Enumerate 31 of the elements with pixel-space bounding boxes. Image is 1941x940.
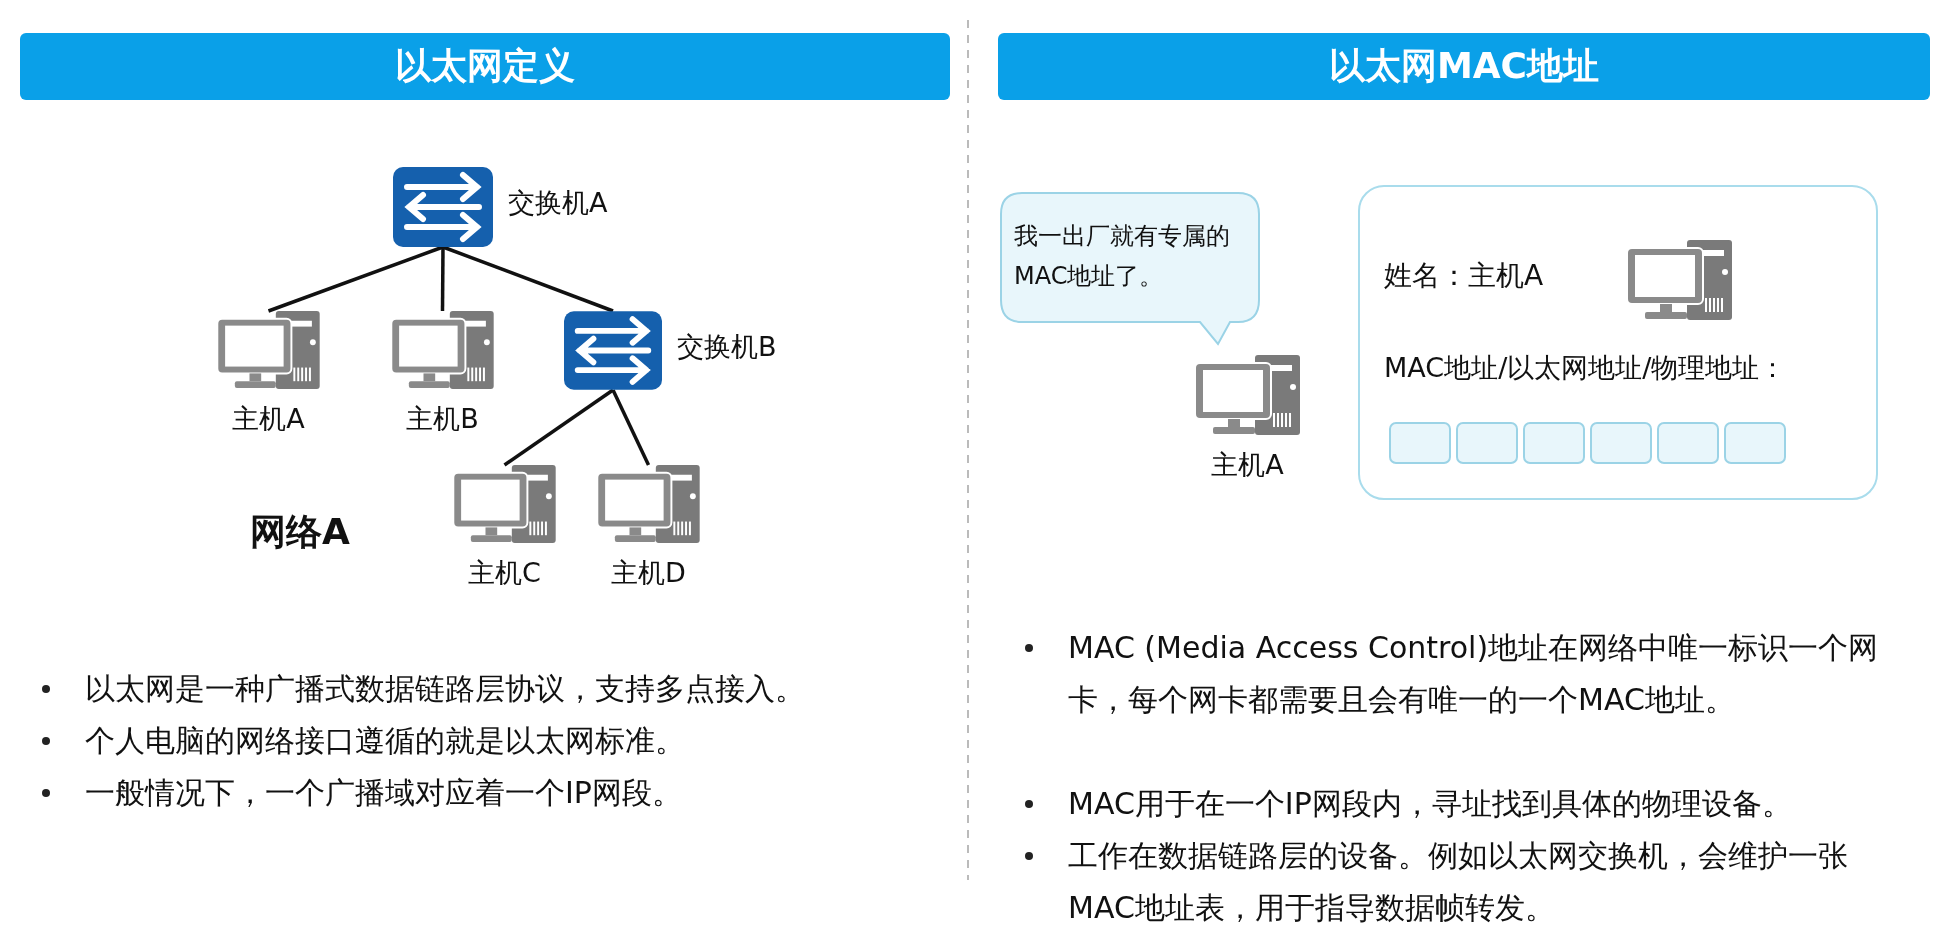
connection-line bbox=[442, 245, 614, 313]
address-byte-field bbox=[1657, 422, 1719, 464]
network-label: 网络A bbox=[250, 510, 350, 554]
bullet-text: 个人电脑的网络接口遵循的就是以太网标准。 bbox=[85, 722, 686, 760]
device-label: 主机C bbox=[468, 556, 541, 590]
bullet-text: MAC (Media Access Control)地址在网络中唯一标识一个网卡，每个网卡都需要且会有唯一的一个MAC地址。 bbox=[1068, 629, 1880, 719]
bubble-text: 我一出厂就有专属的MAC地址了。 bbox=[1014, 221, 1231, 292]
bullet-text: 工作在数据链路层的设备。例如以太网交换机，会维护一张MAC地址表，用于指导数据帧转发。 bbox=[1068, 837, 1849, 927]
device-label: 主机A bbox=[1211, 448, 1284, 482]
section-header: 以太网MAC地址 bbox=[998, 33, 1930, 100]
address-byte-field bbox=[1389, 422, 1451, 464]
device-label: 主机A bbox=[232, 402, 305, 436]
device-label: 交换机B bbox=[677, 329, 777, 364]
address-byte-field bbox=[1523, 422, 1585, 464]
device-label: 交换机A bbox=[508, 186, 608, 220]
device-label: 主机D bbox=[611, 556, 686, 590]
connection-line bbox=[503, 388, 614, 467]
section-header: 以太网定义 bbox=[20, 33, 950, 100]
device-label: 主机B bbox=[406, 402, 479, 436]
address-label: MAC地址/以太网地址/物理地址： bbox=[1384, 351, 1787, 385]
connection-line bbox=[611, 389, 651, 466]
connection-line bbox=[267, 245, 444, 313]
bullet-text: MAC用于在一个IP网段内，寻址找到具体的物理设备。 bbox=[1068, 785, 1793, 823]
bullet-text: 以太网是一种广播式数据链路层协议，支持多点接入。 bbox=[85, 670, 806, 708]
address-byte-field bbox=[1590, 422, 1652, 464]
address-byte-field bbox=[1724, 422, 1786, 464]
address-byte-field bbox=[1456, 422, 1518, 464]
bullet-text: 一般情况下，一个广播域对应着一个IP网段。 bbox=[85, 774, 683, 812]
connection-line bbox=[440, 247, 445, 311]
info-card bbox=[1358, 185, 1878, 500]
name-text: 姓名：主机A bbox=[1384, 258, 1544, 294]
